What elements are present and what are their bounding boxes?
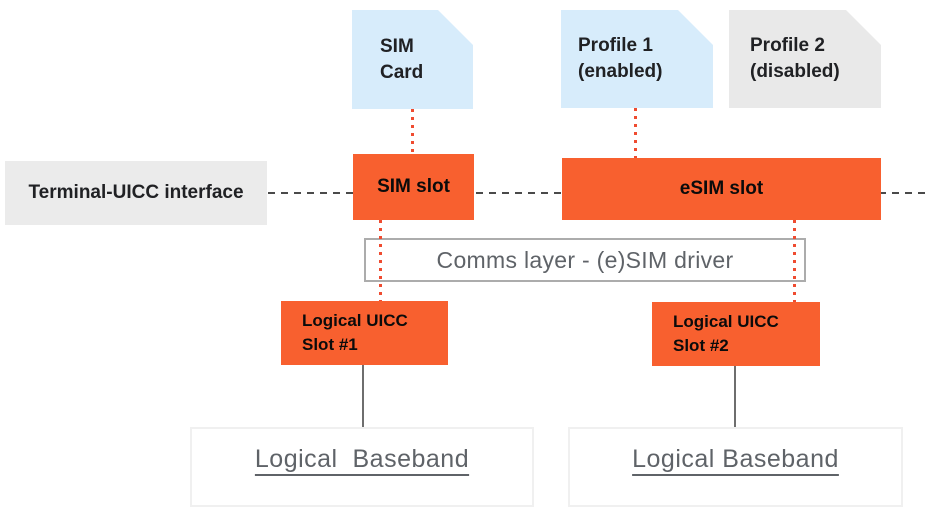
- connector-esim-slot-to-uicc-slot-2: [793, 220, 796, 302]
- connector-uicc-slot-1-to-baseband-1: [362, 365, 364, 427]
- logical-baseband-1-label: Logical Baseband: [254, 445, 470, 473]
- profile-2-label: Profile 2 (disabled): [750, 35, 840, 82]
- logical-uicc-slot-1-node: Logical UICC Slot #1: [281, 301, 448, 365]
- profile-1-node: Profile 1 (enabled): [561, 10, 713, 108]
- connector-sim-slot-to-uicc-slot-1: [379, 220, 382, 301]
- sim-card-node: SIM Card: [352, 10, 473, 109]
- profile-1-label: Profile 1 (enabled): [578, 35, 663, 82]
- logical-uicc-slot-2-label: Logical UICC Slot #2: [673, 312, 779, 355]
- sim-card-label: SIM Card: [380, 35, 424, 83]
- terminal-uicc-interface-label: Terminal-UICC interface: [28, 182, 244, 203]
- sim-slot-node: SIM slot: [353, 154, 474, 220]
- sim-slot-label: SIM slot: [377, 176, 450, 197]
- logical-baseband-2-label: Logical Baseband: [632, 445, 839, 473]
- esim-slot-label: eSIM slot: [679, 178, 764, 199]
- terminal-uicc-interface-box: Terminal-UICC interface: [5, 161, 267, 225]
- comms-layer-label: Comms layer - (e)SIM driver: [436, 246, 734, 273]
- connector-profile-1-to-esim-slot: [634, 108, 637, 158]
- logical-uicc-slot-1-label: Logical UICC Slot #1: [302, 311, 408, 354]
- esim-slot-node: eSIM slot: [562, 158, 881, 220]
- connector-uicc-slot-2-to-baseband-2: [734, 366, 736, 427]
- profile-2-node: Profile 2 (disabled): [729, 10, 881, 108]
- logical-baseband-1-box: Logical Baseband: [190, 427, 534, 507]
- logical-baseband-2-box: Logical Baseband: [568, 427, 903, 507]
- logical-uicc-slot-2-node: Logical UICC Slot #2: [652, 302, 820, 366]
- connector-sim-card-to-sim-slot: [411, 109, 414, 154]
- comms-layer-box: Comms layer - (e)SIM driver: [364, 238, 806, 282]
